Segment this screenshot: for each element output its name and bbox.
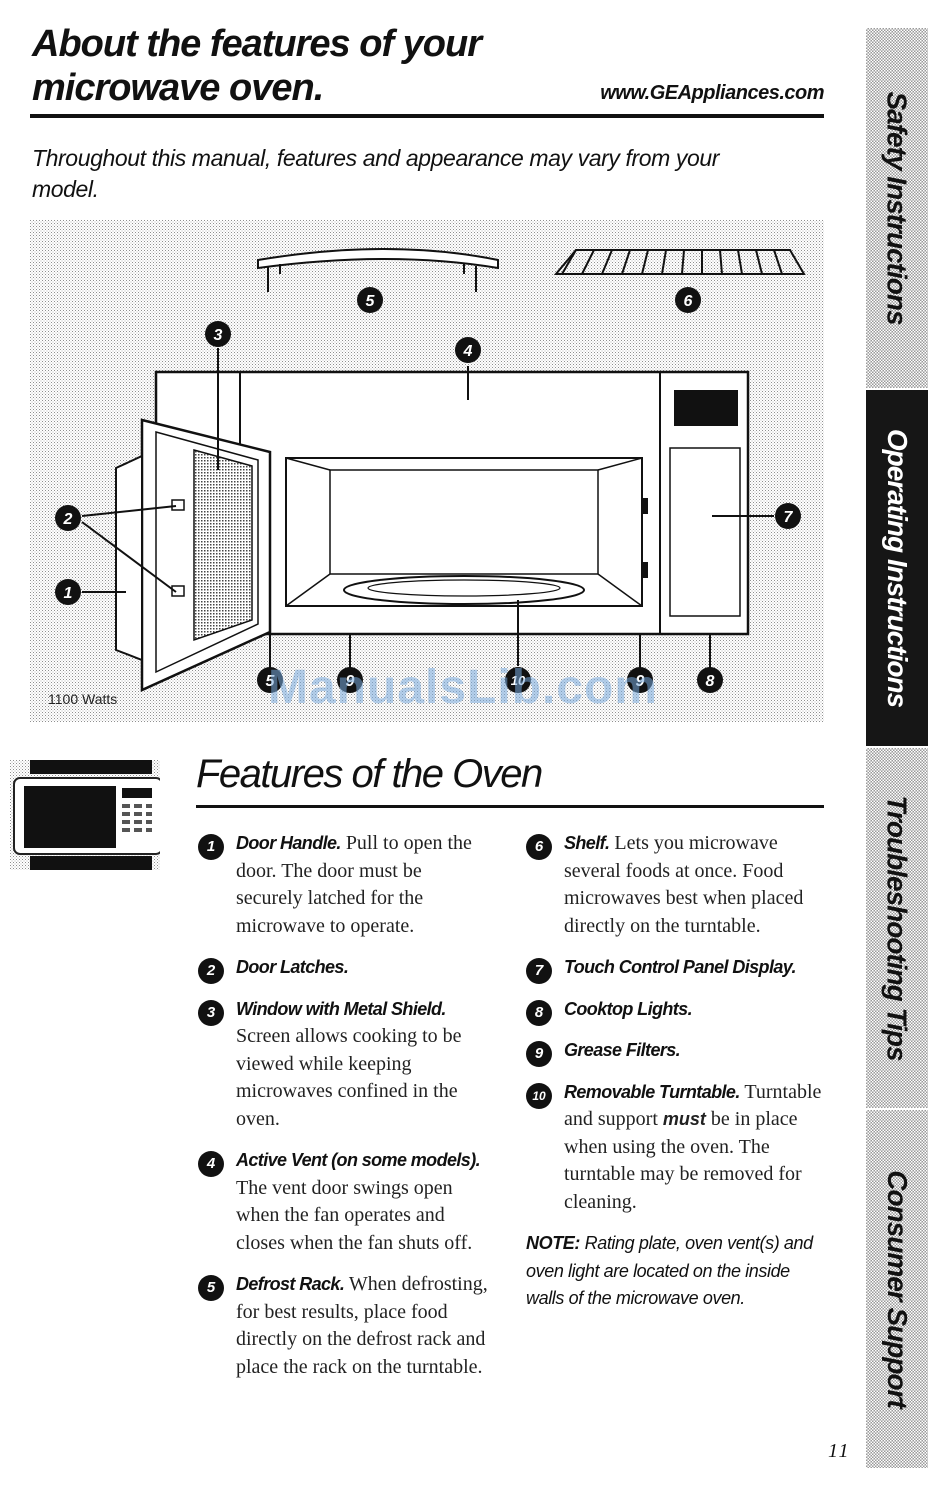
feature-door-handle: 1 Door Handle. Pull to open the door. Th…	[198, 830, 488, 940]
svg-text:4: 4	[463, 343, 473, 360]
feature-number: 2	[198, 958, 224, 984]
callout-7: 7	[775, 503, 801, 529]
feature-description: Pull to open the door. The door must be …	[236, 832, 472, 937]
section-title: Features of the Oven	[196, 752, 543, 796]
display-window	[674, 390, 738, 426]
svg-text:3: 3	[214, 327, 223, 344]
feature-emphasis: must	[662, 1109, 706, 1129]
feature-number: 4	[198, 1151, 224, 1177]
svg-text:9: 9	[346, 673, 355, 690]
callout-4: 4	[455, 337, 481, 363]
svg-text:2: 2	[63, 511, 73, 528]
callout-5-lower: 5	[257, 667, 283, 693]
callout-5: 5	[357, 287, 383, 313]
callout-6: 6	[675, 287, 701, 313]
feature-grease-filters: 9 Grease Filters.	[526, 1037, 826, 1067]
page-title-line1: About the features of your	[32, 23, 482, 65]
tab-label: Safety Instructions	[882, 91, 913, 325]
note-text: Rating plate, oven vent(s) and oven ligh…	[526, 1233, 813, 1308]
tab-safety-instructions[interactable]: Safety Instructions	[866, 28, 928, 388]
feature-number: 5	[198, 1275, 224, 1301]
svg-text:8: 8	[706, 673, 715, 690]
callout-2: 2	[55, 505, 81, 531]
feature-name: Touch Control Panel Display.	[564, 957, 797, 977]
feature-description: Lets you microwave several foods at once…	[564, 832, 804, 937]
feature-defrost-rack: 5 Defrost Rack. When defrosting, for bes…	[198, 1271, 488, 1381]
feature-removable-turntable: 10 Removable Turntable. Turntable and su…	[526, 1079, 826, 1217]
page-number: 11	[828, 1440, 851, 1462]
feature-description-end: be in place when using the oven. The tur…	[564, 1108, 802, 1213]
svg-text:10: 10	[511, 673, 526, 688]
feature-name: Shelf.	[564, 833, 610, 853]
feature-name: Door Latches.	[236, 957, 349, 977]
feature-name: Defrost Rack.	[236, 1274, 345, 1294]
callout-9-right: 9	[627, 667, 653, 693]
oven-door	[115, 418, 272, 692]
svg-text:9: 9	[636, 673, 645, 690]
watermark: ManualsLib.com	[268, 661, 659, 714]
svg-text:5: 5	[266, 673, 276, 690]
callout-10: 10	[505, 667, 531, 693]
tab-consumer-support[interactable]: Consumer Support	[866, 1110, 928, 1468]
feature-window-metal-shield: 3 Window with Metal Shield. Screen allow…	[198, 996, 488, 1134]
svg-text:5: 5	[366, 293, 376, 310]
tab-operating-instructions[interactable]: Operating Instructions	[866, 390, 928, 746]
feature-description: Turntable and support	[564, 1080, 822, 1131]
wattage-label: 1100 Watts	[48, 691, 117, 707]
feature-name: Cooktop Lights.	[564, 998, 693, 1019]
feature-number: 10	[526, 1082, 552, 1109]
door-window-mesh	[193, 449, 253, 642]
feature-cooktop-lights: 8 Cooktop Lights.	[526, 996, 826, 1026]
feature-description: Screen allows cooking to be viewed while…	[236, 1025, 462, 1130]
feature-name: Door Handle.	[236, 833, 341, 853]
note-label: NOTE:	[526, 1233, 580, 1253]
microwave-diagram: 5 6 3 4 2 1 7 5 9 10 9 8 1100 Watts	[30, 220, 824, 722]
shelf	[553, 249, 806, 275]
callout-9-left: 9	[337, 667, 363, 693]
defrost-rack	[257, 248, 499, 292]
page-subtitle: Throughout this manual, features and app…	[32, 145, 719, 202]
feature-number: 1	[198, 834, 224, 860]
feature-number: 7	[526, 958, 552, 984]
page-title: About the features of your microwave ove…	[32, 22, 824, 110]
section-divider	[196, 805, 824, 808]
page-title-line2: microwave oven.	[32, 67, 324, 109]
tab-label: Consumer Support	[882, 1170, 913, 1408]
feature-door-latches: 2 Door Latches.	[198, 954, 488, 984]
page-header: About the features of your microwave ove…	[32, 22, 824, 110]
feature-name: Active Vent (on some models).	[236, 1150, 481, 1170]
svg-text:7: 7	[784, 509, 794, 526]
feature-name: Removable Turntable.	[564, 1081, 740, 1102]
feature-number: 3	[198, 999, 224, 1026]
features-left-column: 1 Door Handle. Pull to open the door. Th…	[198, 830, 488, 1395]
feature-description: When defrosting, for best results, place…	[236, 1273, 488, 1378]
note: NOTE: Rating plate, oven vent(s) and ove…	[526, 1230, 826, 1313]
callout-8: 8	[697, 667, 723, 693]
callout-leaders	[81, 348, 774, 668]
tab-troubleshooting-tips[interactable]: Troubleshooting Tips	[866, 748, 928, 1108]
feature-name: Window with Metal Shield.	[236, 998, 446, 1019]
svg-text:1: 1	[64, 585, 73, 602]
callout-1: 1	[55, 579, 81, 605]
feature-shelf: 6 Shelf. Lets you microwave several food…	[526, 830, 826, 940]
side-tabs: Safety Instructions Operating Instructio…	[866, 28, 928, 1468]
title-divider	[30, 114, 824, 118]
callout-3: 3	[205, 321, 231, 347]
features-right-column: 6 Shelf. Lets you microwave several food…	[526, 830, 826, 1313]
website-url[interactable]: www.GEAppliances.com	[600, 82, 824, 104]
tab-label: Operating Instructions	[882, 428, 913, 708]
feature-touch-control-panel: 7 Touch Control Panel Display.	[526, 954, 826, 984]
feature-name: Grease Filters.	[564, 1040, 681, 1060]
tab-label: Troubleshooting Tips	[882, 795, 913, 1061]
feature-number: 9	[526, 1041, 552, 1067]
microwave-icon	[10, 760, 160, 870]
feature-number: 8	[526, 999, 552, 1026]
feature-number: 6	[526, 834, 552, 860]
feature-description: The vent door swings open when the fan o…	[236, 1176, 473, 1254]
svg-text:6: 6	[684, 293, 693, 310]
feature-active-vent: 4 Active Vent (on some models). The vent…	[198, 1147, 488, 1257]
